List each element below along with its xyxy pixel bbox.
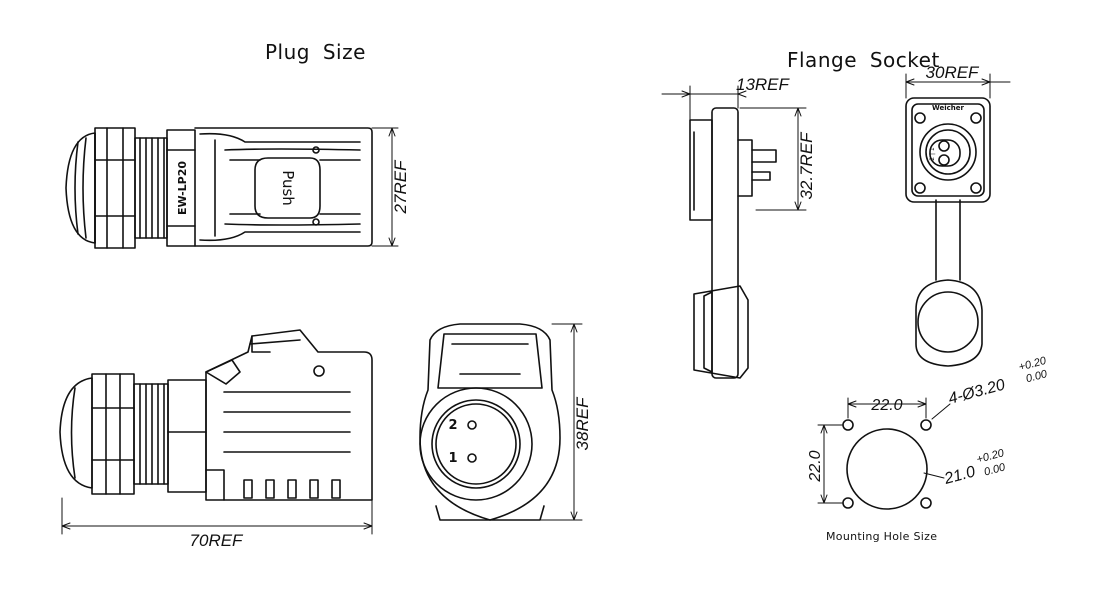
plug-side-view bbox=[65, 127, 399, 249]
socket-brand-label: Weicher bbox=[932, 104, 964, 112]
dim-small-hole-tol-lower: 0.00 bbox=[1025, 368, 1050, 385]
mounting-hole-caption: Mounting Hole Size bbox=[826, 530, 938, 543]
dim-plug-length: 70REF bbox=[190, 531, 245, 550]
plug-front-view bbox=[419, 323, 583, 521]
dim-plug-height-top: 27REF bbox=[391, 159, 410, 215]
small-hole-spec: 4-Ø3.20 +0.20 0.00 bbox=[947, 355, 1050, 408]
push-button-label: Push bbox=[279, 170, 297, 206]
plug-pin-1-label: 1 bbox=[448, 451, 457, 466]
dim-socket-flange-thickness: 13REF bbox=[736, 75, 791, 94]
flange-socket-title: Flange Socket bbox=[787, 48, 940, 72]
plug-profile-view bbox=[59, 329, 373, 535]
dim-center-hole: 21.0 bbox=[942, 463, 978, 488]
flange-socket-side-view bbox=[661, 85, 807, 379]
plug-size-title: Plug Size bbox=[265, 40, 366, 64]
dim-center-hole-tol-lower: 0.00 bbox=[983, 461, 1008, 478]
dim-socket-width: 30REF bbox=[926, 63, 981, 82]
dim-socket-height: 32.7REF bbox=[797, 131, 816, 200]
socket-pin-marks: 2 | 1 bbox=[929, 147, 936, 161]
plug-model-label: EW-LP20 bbox=[176, 161, 189, 215]
dim-plug-height-front: 38REF bbox=[573, 396, 592, 451]
center-hole-spec: 21.0 +0.20 0.00 bbox=[942, 447, 1008, 488]
mounting-hole-drawing bbox=[817, 397, 951, 510]
dim-hole-pitch-y: 22.0 bbox=[807, 450, 824, 482]
flange-socket-front-view bbox=[905, 73, 1011, 367]
dim-small-hole: 4-Ø3.20 bbox=[947, 376, 1007, 407]
plug-pin-2-label: 2 bbox=[448, 418, 457, 433]
dim-hole-pitch-x: 22.0 bbox=[870, 397, 902, 414]
